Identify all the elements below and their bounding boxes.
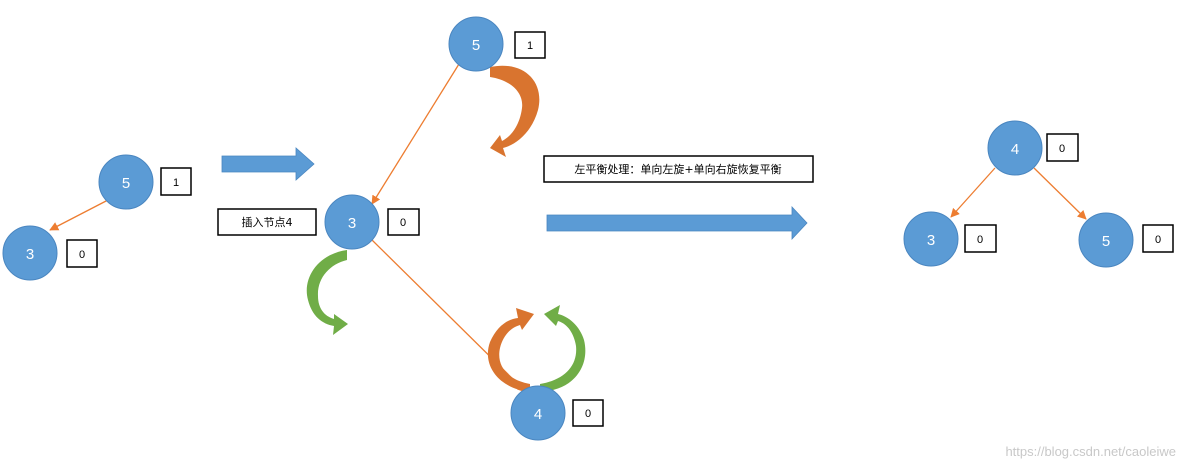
balance-value: 1	[173, 177, 179, 189]
tree2-edge-5-3	[371, 63, 460, 205]
balance-value: 0	[977, 234, 983, 246]
balance-value: 1	[527, 40, 533, 52]
tree2-mid-node: 3	[324, 194, 380, 250]
node-value: 3	[26, 246, 34, 263]
transition-arrow-2	[546, 205, 808, 241]
tree3-right-node: 5	[1078, 212, 1134, 268]
tree3-edge-4-3	[950, 167, 996, 218]
tree3-root-node: 4	[987, 120, 1043, 176]
tree2-mid-balance: 0	[387, 208, 420, 236]
tree3-right-balance: 0	[1142, 224, 1174, 253]
node-value: 3	[927, 232, 935, 249]
node-value: 4	[534, 406, 542, 423]
tree3-root-balance: 0	[1046, 133, 1079, 162]
tree1-left-node: 3	[2, 225, 58, 281]
tree1-root-node: 5	[98, 154, 154, 210]
balance-value: 0	[585, 408, 591, 420]
left-balance-step-label: 左平衡处理：单向左旋+单向右旋恢复平衡	[543, 155, 814, 183]
node-value: 5	[122, 175, 130, 192]
svg-text:插入节点4: 插入节点4	[242, 215, 293, 229]
balance-value: 0	[1155, 234, 1161, 246]
left-rotation-arrow-orange-icon	[487, 308, 534, 392]
balance-value: 0	[79, 249, 85, 261]
left-rotation-arrow-green-icon	[306, 250, 348, 335]
tree2-leaf-node: 4	[510, 385, 566, 441]
balance-value: 0	[400, 217, 406, 229]
balance-value: 0	[1059, 143, 1065, 155]
insert-step-label: 插入节点4	[217, 208, 317, 236]
tree2-leaf-balance: 0	[572, 399, 604, 427]
tree3-edge-4-5	[1033, 167, 1087, 220]
node-value: 5	[1102, 233, 1110, 250]
node-value: 4	[1011, 141, 1019, 158]
svg-text:左平衡处理：单向左旋+单向右旋恢复平衡: 左平衡处理：单向左旋+单向右旋恢复平衡	[574, 162, 781, 176]
tree2-root-balance: 1	[514, 31, 546, 59]
tree3-left-balance: 0	[964, 224, 997, 253]
watermark: https://blog.csdn.net/caoleiwe	[1005, 444, 1176, 459]
node-value: 5	[472, 37, 480, 54]
right-rotation-arrow-icon	[490, 65, 540, 157]
right-rotation-arrow-green-icon	[540, 305, 586, 392]
tree1-left-balance: 0	[66, 239, 98, 268]
tree2-root-node: 5	[448, 16, 504, 72]
tree3-left-node: 3	[903, 211, 959, 267]
transition-arrow-1	[221, 147, 315, 181]
tree1-edge-5-3	[49, 199, 109, 231]
tree1-root-balance: 1	[160, 167, 192, 196]
node-value: 3	[348, 215, 356, 232]
